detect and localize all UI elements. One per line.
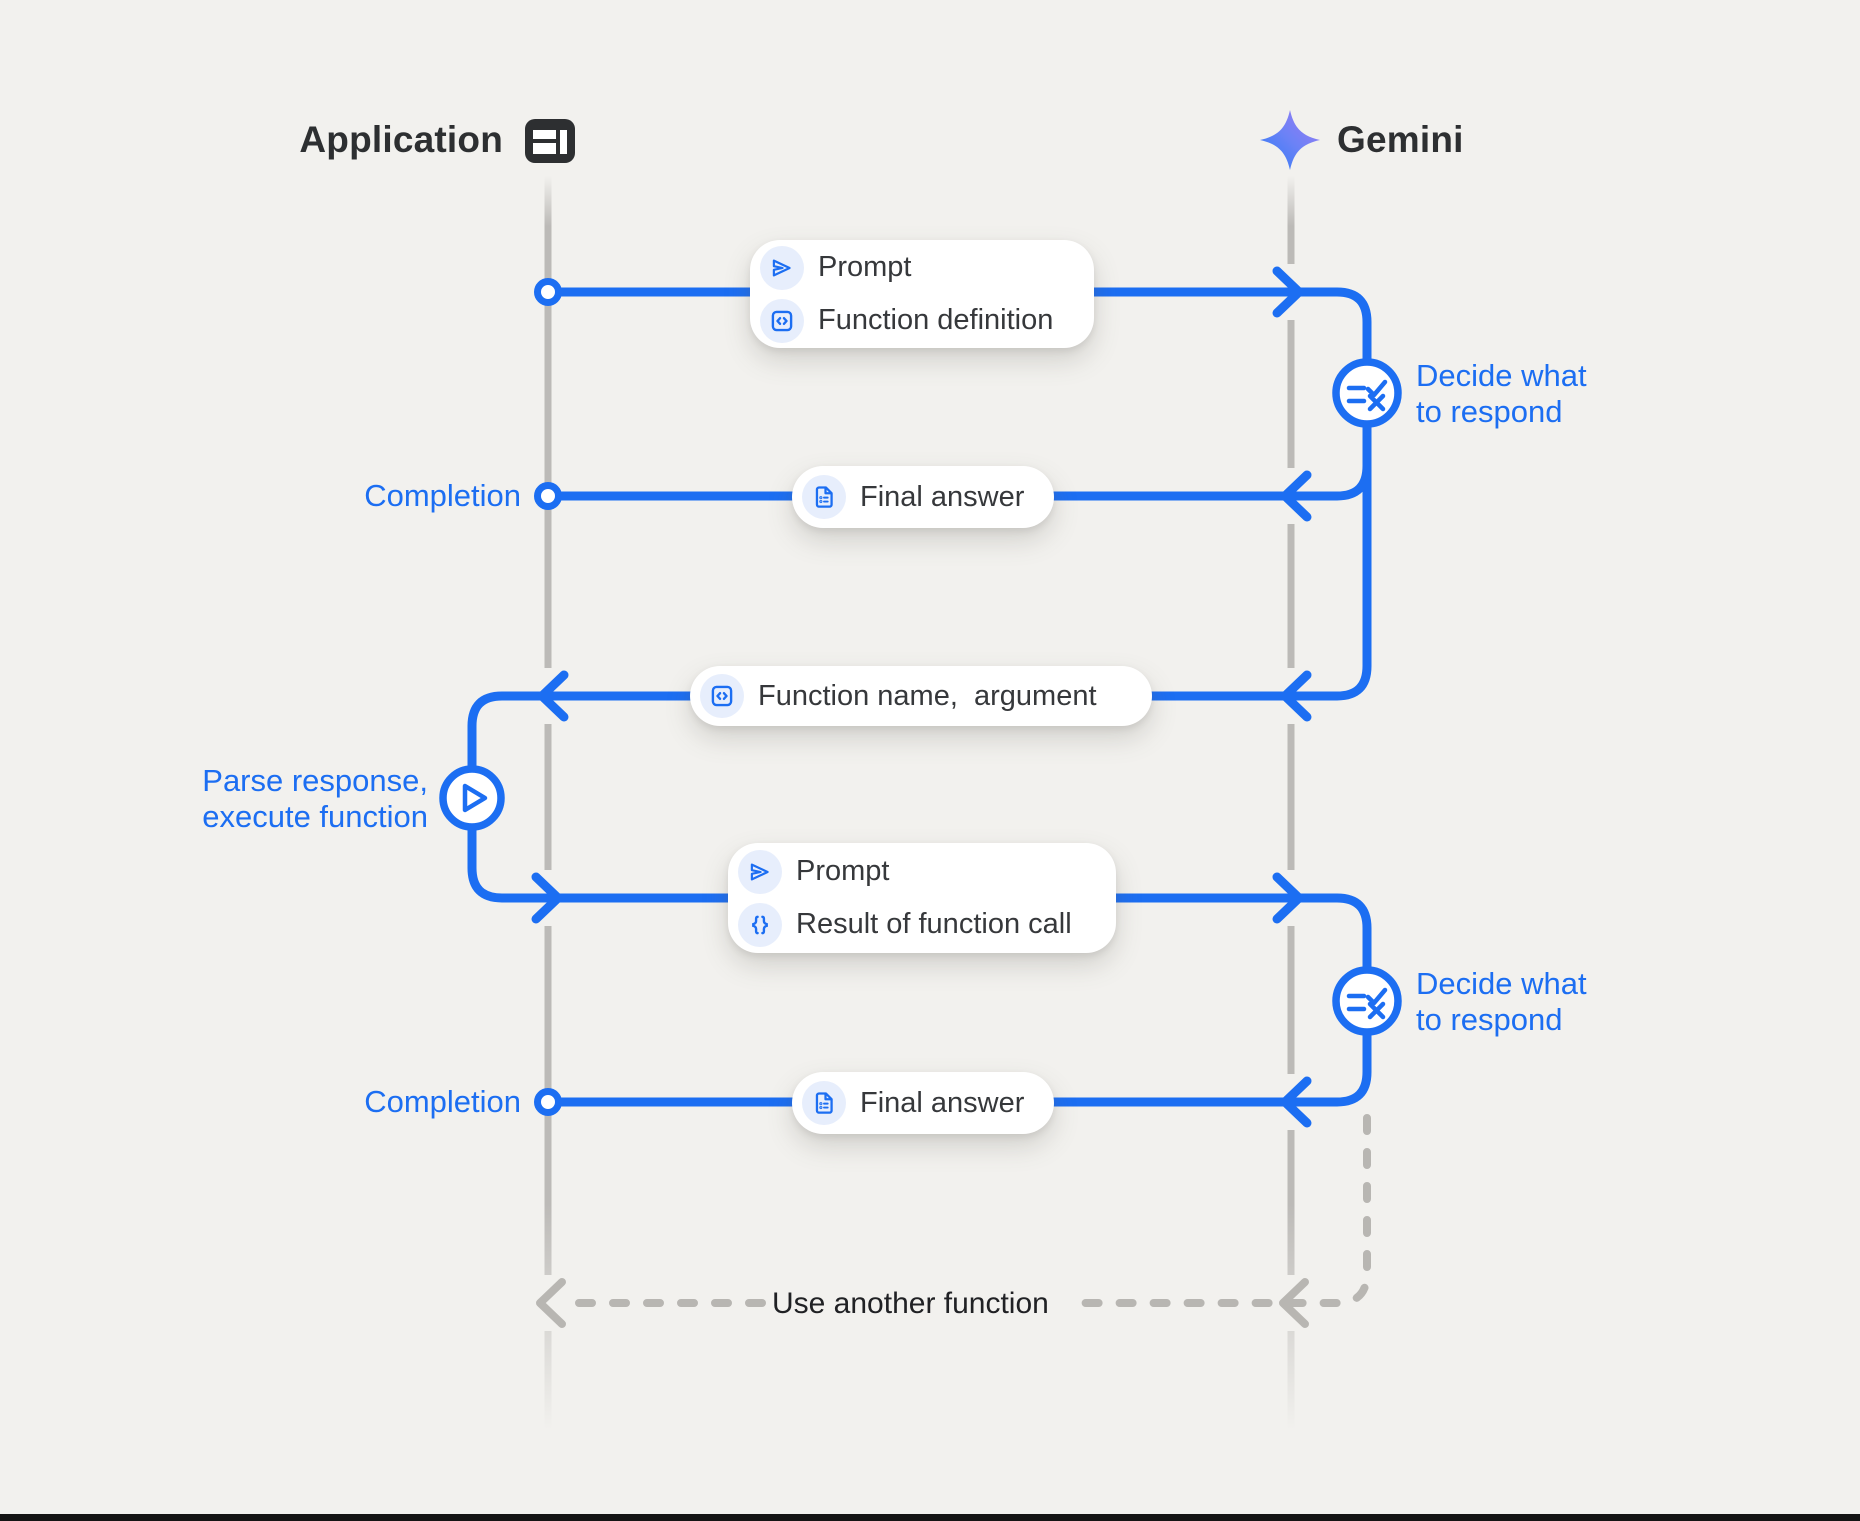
decide-node-2 xyxy=(1332,966,1402,1036)
parse-node xyxy=(439,765,505,831)
message-label: Function definition xyxy=(818,304,1054,336)
arrow-right-prompt2-gemini-icon xyxy=(1272,872,1304,924)
application-header-label: Application xyxy=(299,119,503,160)
play-icon xyxy=(462,783,488,813)
message-row: Result of function call xyxy=(738,902,1092,947)
message-row: Prompt xyxy=(760,245,1070,290)
dashed-loop-right-path xyxy=(1074,1114,1371,1307)
decide-label-line1: Decide what xyxy=(1416,358,1587,393)
message-label: Prompt xyxy=(796,855,890,887)
lifeline-gap-masks xyxy=(529,264,1310,1331)
document-icon xyxy=(802,475,846,519)
message-box-prompt-function-definition: Prompt Function definition xyxy=(750,240,1094,348)
dashed-arrow-at-application-icon xyxy=(536,1278,566,1328)
app-window-icon xyxy=(525,119,575,163)
completion-label-1: Completion xyxy=(364,478,521,513)
parse-label: Parse response, execute function xyxy=(202,763,428,835)
flow-final-answer-1-path xyxy=(556,435,1372,501)
use-another-function-label: Use another function xyxy=(772,1287,1049,1320)
message-row: Function definition xyxy=(760,298,1070,343)
arrow-left-final2-icon xyxy=(1280,1076,1312,1128)
decide-label-line2: to respond xyxy=(1416,1002,1563,1037)
origin-circle-prompt1 xyxy=(534,278,562,306)
decide-label-1: Decide what to respond xyxy=(1416,358,1587,430)
arrow-left-final1-icon xyxy=(1280,470,1312,522)
decide-label-line1: Decide what xyxy=(1416,966,1587,1001)
arrow-right-prompt2-app-icon xyxy=(531,872,563,924)
message-label: Result of function call xyxy=(796,908,1072,940)
arrow-right-prompt1-icon xyxy=(1272,266,1304,318)
rule-checklist-icon xyxy=(1346,379,1388,412)
arrow-left-funcname-app-icon xyxy=(537,670,569,722)
braces-icon xyxy=(738,902,782,947)
dashed-arrow-at-gemini-icon xyxy=(1279,1278,1309,1328)
message-box-function-name: Function name, argument xyxy=(690,666,1152,726)
message-row: Final answer xyxy=(802,1081,1030,1125)
message-label: Prompt xyxy=(818,251,912,283)
message-row: Function name, argument xyxy=(700,674,1128,718)
gemini-header-label: Gemini xyxy=(1337,119,1464,160)
completion-label-2: Completion xyxy=(364,1084,521,1119)
dashed-loop xyxy=(536,1114,1371,1328)
message-box-final-answer-2: Final answer xyxy=(792,1072,1054,1134)
message-label: Final answer xyxy=(860,1086,1025,1119)
arrow-left-funcname-gemini-icon xyxy=(1280,670,1312,722)
parse-label-line1: Parse response, xyxy=(202,763,428,798)
decide-node-1 xyxy=(1332,358,1402,428)
decide-label-line2: to respond xyxy=(1416,394,1563,429)
message-row: Final answer xyxy=(802,475,1030,519)
parse-label-line2: execute function xyxy=(202,799,428,834)
code-box-icon xyxy=(700,674,744,718)
decide-label-2: Decide what to respond xyxy=(1416,966,1587,1038)
message-row: Prompt xyxy=(738,849,1092,894)
document-icon xyxy=(802,1081,846,1125)
origin-circle-completion1 xyxy=(534,482,562,510)
code-box-icon xyxy=(760,298,804,343)
message-label: Final answer xyxy=(860,480,1025,513)
bottom-edge-bar xyxy=(0,1514,1860,1521)
origin-circle-completion2 xyxy=(534,1088,562,1116)
rule-checklist-icon xyxy=(1346,987,1388,1020)
message-label: Function name, argument xyxy=(758,679,1097,712)
send-icon xyxy=(738,849,782,894)
message-box-prompt-result: Prompt Result of function call xyxy=(728,843,1116,953)
send-icon xyxy=(760,245,804,290)
message-box-final-answer-1: Final answer xyxy=(792,466,1054,528)
gemini-sparkle-icon xyxy=(1260,110,1320,170)
